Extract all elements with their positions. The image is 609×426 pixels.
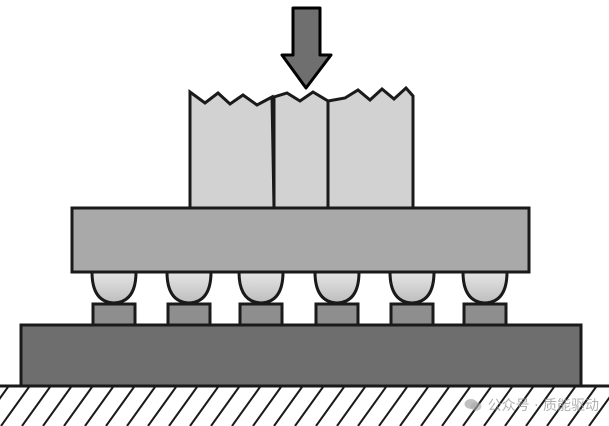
hatch-line: [504, 386, 534, 426]
hatch-line: [336, 386, 366, 426]
base-board: [19, 323, 583, 388]
hatch-line: [210, 386, 240, 426]
hatch-line: [42, 386, 72, 426]
hatch-line: [294, 386, 324, 426]
solder-ball: [313, 270, 361, 305]
hatch-line: [357, 386, 387, 426]
hatch-line: [378, 386, 408, 426]
top-block-left: [188, 89, 276, 210]
fractured-top-blocks: [188, 85, 415, 210]
hatch-line: [273, 386, 303, 426]
hatch-line: [483, 386, 513, 426]
solder-ball: [90, 270, 138, 305]
top-block-right: [326, 85, 415, 210]
hatch-line: [168, 386, 198, 426]
wechat-icon: [464, 399, 482, 411]
hatch-line: [0, 386, 9, 400]
ground-hatching: [0, 386, 609, 426]
hatch-line: [231, 386, 261, 426]
hatch-line: [63, 386, 93, 426]
hatch-line: [147, 386, 177, 426]
solder-pad: [91, 302, 137, 327]
hatch-line: [420, 386, 450, 426]
hatch-line: [252, 386, 282, 426]
watermark: 公众号 · 质能驱动: [464, 395, 599, 415]
substrate-plate: [70, 206, 531, 274]
solder-pad: [389, 302, 435, 327]
solder-ball: [388, 270, 436, 305]
solder-ball: [165, 270, 213, 305]
top-block-middle: [272, 90, 330, 210]
watermark-text: 公众号 · 质能驱动: [487, 398, 599, 414]
solder-ball-row: [90, 270, 509, 327]
solder-ball: [237, 270, 285, 305]
hatch-line: [567, 386, 597, 426]
hatch-line: [0, 386, 30, 426]
hatch-line: [189, 386, 219, 426]
hatch-line: [105, 386, 135, 426]
solder-pad: [314, 302, 360, 327]
hatch-line: [315, 386, 345, 426]
hatch-line: [21, 386, 51, 426]
hatch-line: [546, 386, 576, 426]
solder-pad: [462, 302, 508, 327]
solder-ball: [461, 270, 509, 305]
hatch-line: [126, 386, 156, 426]
load-arrow-icon: [280, 6, 333, 90]
hatch-line: [588, 396, 609, 426]
hatch-line: [525, 386, 555, 426]
hatch-line: [84, 386, 114, 426]
hatch-line: [399, 386, 429, 426]
solder-pad: [166, 302, 212, 327]
hatch-line: [441, 386, 471, 426]
solder-pad: [238, 302, 284, 327]
